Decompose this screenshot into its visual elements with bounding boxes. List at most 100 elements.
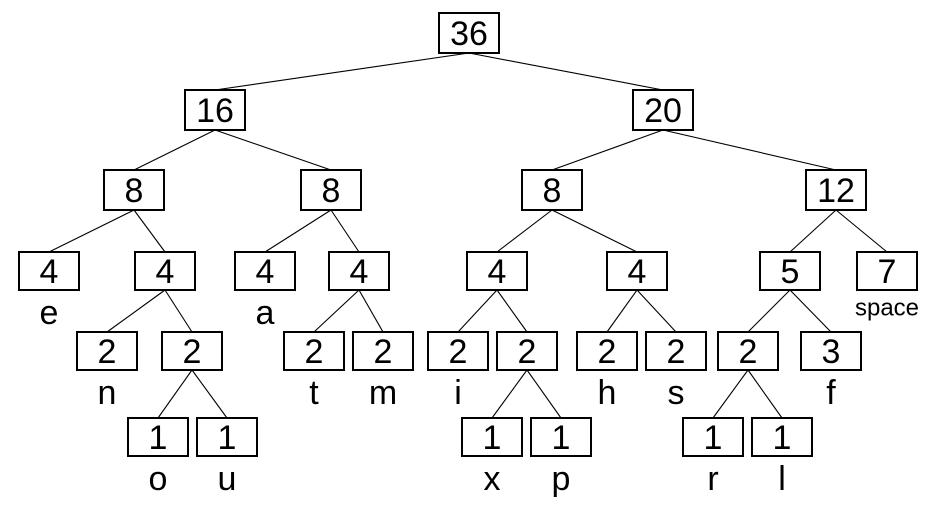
tree-edge: [214, 129, 332, 171]
tree-edge: [264, 209, 332, 253]
leaf-symbol-label: u: [218, 460, 237, 498]
node-box: [18, 251, 80, 291]
node-box: [427, 331, 489, 371]
internal-node: 36: [438, 12, 500, 54]
node-weight: 4: [40, 253, 59, 291]
internal-node: 4: [134, 251, 196, 291]
node-box: [606, 251, 668, 291]
node-box: [576, 331, 638, 371]
node-box: [127, 417, 189, 457]
node-box: [438, 12, 500, 54]
tree-edge: [606, 289, 638, 333]
internal-node: 8: [521, 169, 583, 211]
internal-node: 2: [161, 331, 223, 371]
leaf-symbol-label: o: [149, 460, 168, 498]
tree-edge: [491, 369, 528, 419]
node-weight: 12: [817, 172, 855, 210]
node-box: [805, 169, 867, 211]
internal-node: 5: [759, 251, 821, 291]
node-box: [196, 417, 258, 457]
node-box: [521, 169, 583, 211]
node-weight: 2: [667, 333, 686, 371]
node-weight: 8: [322, 172, 341, 210]
node-box: [759, 251, 821, 291]
node-weight: 3: [822, 333, 841, 371]
node-weight: 1: [704, 419, 723, 457]
node-weight: 20: [644, 92, 682, 130]
node-box: [530, 417, 592, 457]
node-box: [751, 417, 813, 457]
edges-layer: [48, 52, 888, 419]
internal-node: 4: [466, 251, 528, 291]
node-box: [461, 417, 523, 457]
node-weight: 2: [518, 333, 537, 371]
leaf-symbol-label: m: [369, 374, 397, 412]
internal-node: 4: [606, 251, 668, 291]
leaf-node: 3f: [800, 331, 862, 412]
internal-node: 2: [496, 331, 558, 371]
node-weight: 8: [125, 172, 144, 210]
leaf-symbol-label: x: [484, 460, 501, 498]
node-weight: 2: [98, 333, 117, 371]
node-weight: 8: [543, 172, 562, 210]
leaf-symbol-label: l: [778, 460, 786, 498]
tree-edge: [313, 289, 360, 333]
leaf-node: 2h: [576, 331, 638, 412]
internal-node: 16: [184, 89, 246, 131]
leaf-symbol-label: e: [40, 294, 59, 332]
leaf-node: 2s: [645, 331, 707, 412]
leaf-node: 1l: [751, 417, 813, 498]
internal-node: 12: [805, 169, 867, 211]
node-weight: 1: [483, 419, 502, 457]
tree-edge: [835, 209, 888, 253]
tree-edge: [48, 209, 135, 253]
tree-edge: [157, 369, 193, 419]
leaf-symbol-label: a: [256, 294, 275, 332]
node-box: [352, 331, 414, 371]
leaf-node: 2m: [352, 331, 414, 412]
tree-edge: [133, 129, 216, 171]
node-weight: 4: [350, 253, 369, 291]
leaf-node: 1r: [682, 417, 744, 498]
node-box: [76, 331, 138, 371]
leaf-symbol-label: t: [309, 374, 319, 412]
tree-edge: [164, 289, 193, 333]
tree-edge: [214, 52, 470, 91]
tree-edge: [330, 209, 360, 253]
node-weight: 4: [156, 253, 175, 291]
node-box: [800, 331, 862, 371]
internal-node: 8: [103, 169, 165, 211]
tree-edge: [789, 289, 832, 333]
leaf-symbol-label: n: [98, 374, 117, 412]
node-box: [717, 331, 779, 371]
node-weight: 1: [149, 419, 168, 457]
node-weight: 2: [739, 333, 758, 371]
node-box: [645, 331, 707, 371]
node-weight: 2: [374, 333, 393, 371]
tree-edge: [526, 369, 562, 419]
node-box: [856, 251, 918, 291]
node-box: [682, 417, 744, 457]
leaf-symbol-label: p: [552, 460, 571, 498]
node-weight: 36: [450, 15, 488, 53]
tree-edge: [636, 289, 677, 333]
tree-edge: [358, 289, 384, 333]
node-box: [103, 169, 165, 211]
leaf-symbol-label: i: [454, 374, 462, 412]
tree-edge: [789, 209, 837, 253]
node-weight: 4: [488, 253, 507, 291]
leaf-node: 2t: [283, 331, 345, 412]
tree-edge: [457, 289, 498, 333]
node-box: [134, 251, 196, 291]
node-box: [466, 251, 528, 291]
leaf-symbol-label: r: [707, 460, 718, 498]
node-weight: 1: [773, 419, 792, 457]
internal-node: 20: [632, 89, 694, 131]
tree-edge: [662, 129, 837, 171]
node-weight: 1: [218, 419, 237, 457]
node-weight: 5: [781, 253, 800, 291]
leaf-node: 4e: [18, 251, 80, 332]
